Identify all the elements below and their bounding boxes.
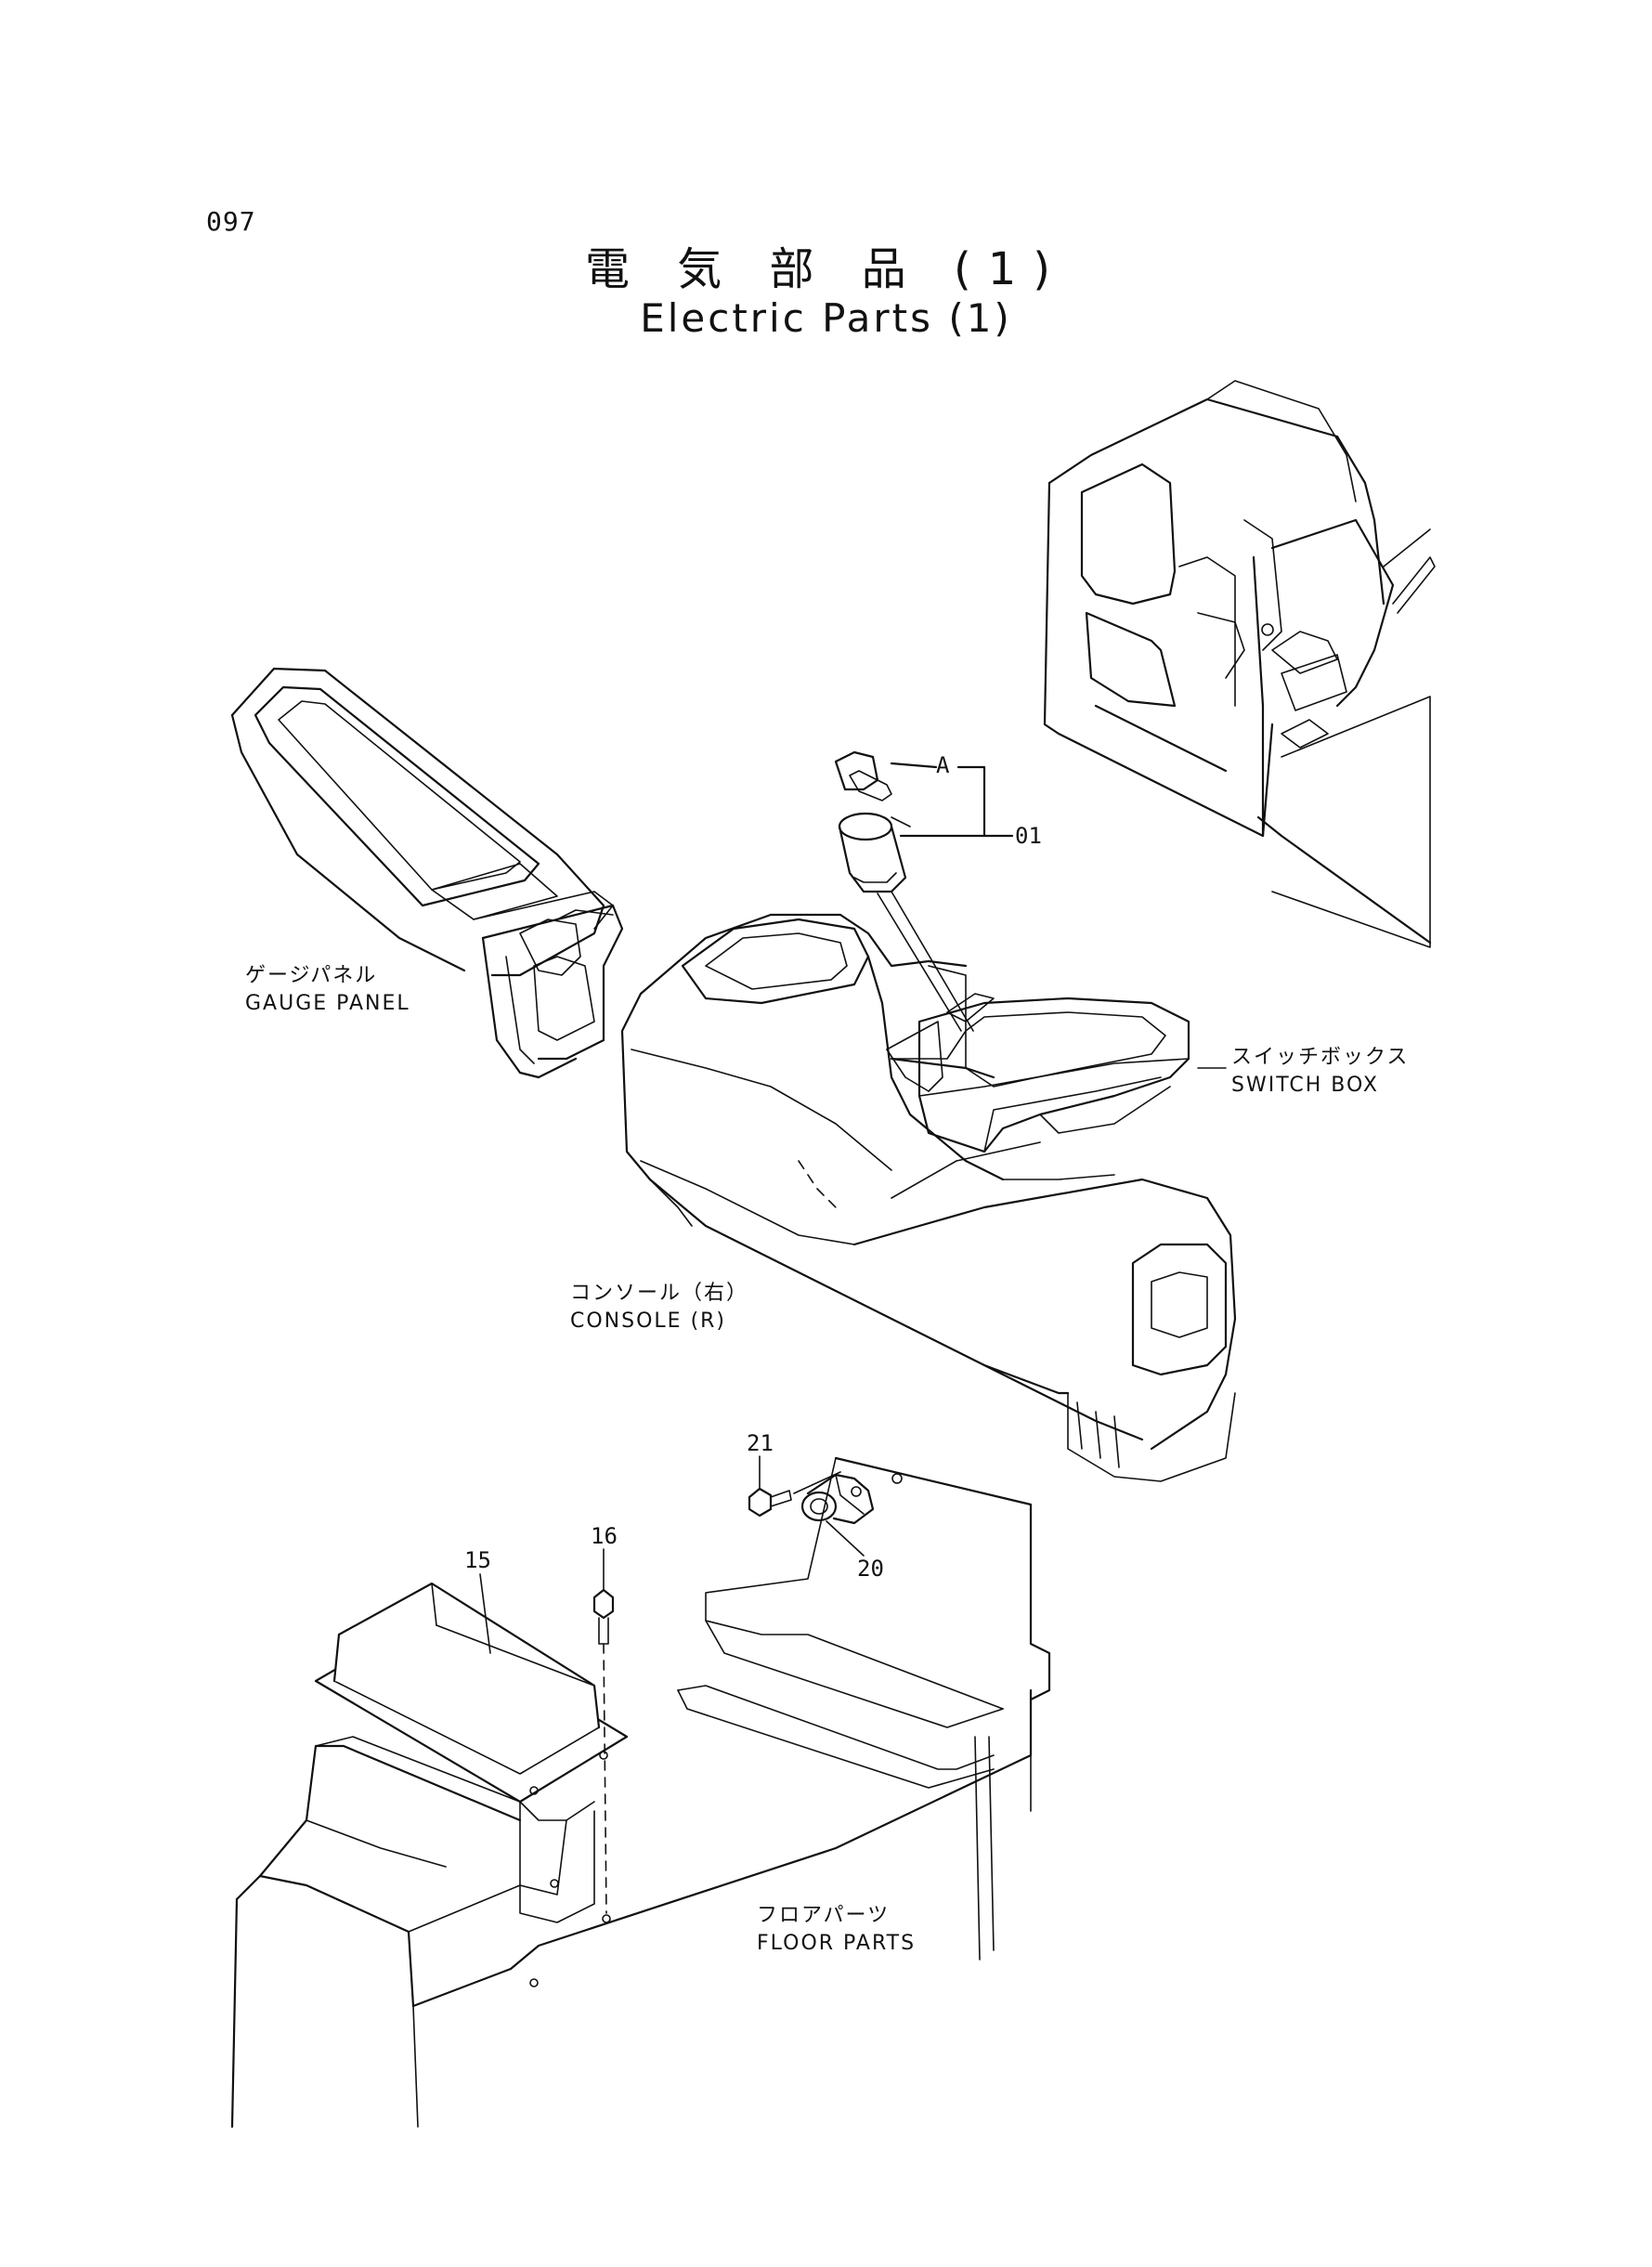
console-r-label-jp: コンソール（右） [570,1282,749,1305]
callout-16: 16 [591,1523,618,1549]
page-title-english: Electric Parts (1) [640,295,1012,341]
callout-15: 15 [464,1547,491,1573]
key-switch-illustration [834,750,1014,1032]
switch-box-label-en: SWITCH BOX [1231,1074,1379,1097]
floor-parts-label-jp: フロアパーツ [757,1904,891,1927]
bolt-16-illustration [592,1548,615,1923]
floor-parts-illustration [230,1456,1051,2129]
bolt-21-illustration [748,1455,841,1518]
gauge-panel-label-en: GAUGE PANEL [245,992,410,1015]
socket-20-illustration [800,1473,875,1557]
callout-A: A [936,752,950,778]
switch-box-label: スイッチボックス SWITCH BOX [1231,1044,1409,1100]
console-r-label-en: CONSOLE (R) [570,1309,727,1333]
console-illustration [620,913,1237,1482]
floor-parts-label: フロアパーツ FLOOR PARTS [757,1902,916,1958]
gauge-panel-label: ゲージパネル GAUGE PANEL [245,962,410,1018]
callout-21: 21 [747,1430,774,1456]
page-title-japanese: 電 気 部 品 (1) [584,243,1068,295]
console-r-label: コンソール（右） CONSOLE (R) [570,1280,748,1335]
callout-20: 20 [857,1556,884,1582]
switch-box-label-jp: スイッチボックス [1231,1046,1410,1069]
floor-parts-label-en: FLOOR PARTS [757,1932,917,1955]
gauge-panel-illustration [230,667,624,1079]
switch-box-illustration [917,997,1190,1153]
switch-box-bracket [886,1021,943,1092]
cab-illustration [1043,380,1436,948]
gauge-panel-label-jp: ゲージパネル [245,964,378,987]
page-number: 097 [206,206,256,237]
callout-01: 01 [1015,823,1042,849]
cover-illustration [314,1573,629,1804]
